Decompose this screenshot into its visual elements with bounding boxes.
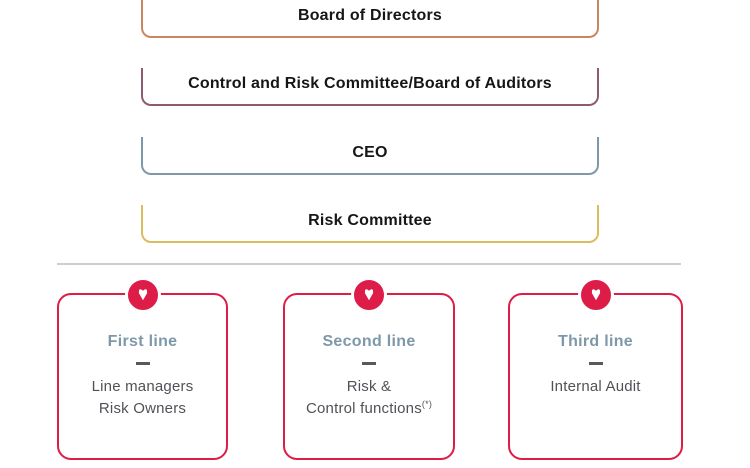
box-label: CEO xyxy=(352,143,388,161)
card-divider xyxy=(588,362,603,365)
card-third-line: Third line Internal Audit xyxy=(508,277,683,460)
box-label: Control and Risk Committee/Board of Audi… xyxy=(188,74,552,92)
card-title: First line xyxy=(107,333,178,350)
box-ceo: CEO xyxy=(141,137,599,175)
card-second-line: Second line Risk & Control functions(*) xyxy=(283,277,455,460)
card-title: Second line xyxy=(322,333,416,350)
card-body: Internal Audit xyxy=(510,376,681,398)
card-body-line: Line managers xyxy=(91,378,194,395)
box-risk-committee: Risk Committee xyxy=(141,205,599,243)
card-divider xyxy=(135,362,150,365)
card-body-line: Risk & xyxy=(346,378,392,395)
arrow-down-icon xyxy=(351,277,387,313)
box-label: Risk Committee xyxy=(308,211,432,229)
arrow-down-icon xyxy=(577,277,614,313)
box-board-of-directors: Board of Directors xyxy=(141,0,599,38)
card-first-line: First line Line managers Risk Owners xyxy=(57,277,228,460)
arrow-down-icon xyxy=(124,277,161,313)
box-label: Board of Directors xyxy=(297,6,443,24)
card-body-line: Control functions(*) xyxy=(305,399,433,418)
card-body: Line managers Risk Owners xyxy=(59,376,226,420)
card-body-line: Internal Audit xyxy=(550,378,641,395)
card-title: Third line xyxy=(558,333,633,350)
card-divider xyxy=(362,362,376,365)
box-control-risk-committee: Control and Risk Committee/Board of Audi… xyxy=(141,68,599,106)
separator-line xyxy=(57,263,681,265)
card-body-line: Risk Owners xyxy=(98,400,187,417)
card-body: Risk & Control functions(*) xyxy=(285,376,453,420)
